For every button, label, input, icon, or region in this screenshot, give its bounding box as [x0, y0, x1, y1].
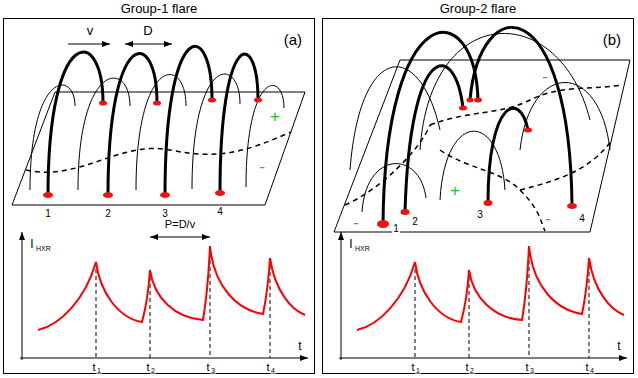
- axis-label: t: [297, 340, 302, 352]
- polarity-sign: -: [352, 214, 360, 231]
- panel-tag: (a): [284, 32, 302, 47]
- footpoint-number: 2: [411, 217, 419, 227]
- footpoints: [43, 98, 262, 199]
- hxr-curve: [357, 246, 624, 330]
- panel-tag: (b): [603, 32, 621, 47]
- polarity-sign: -: [544, 210, 552, 227]
- time-subscript: 2: [469, 367, 475, 374]
- polarity-sign: -: [258, 158, 266, 175]
- time-subscript: 2: [150, 367, 156, 374]
- panel-title: Group-2 flare: [440, 2, 517, 15]
- polarity-sign: +: [449, 182, 461, 199]
- neutral-line: [26, 132, 291, 172]
- hxr-plot-b: [339, 232, 627, 360]
- thick-loops: [383, 27, 572, 224]
- hxr-plot-a: [20, 232, 308, 360]
- photosphere-plane: [334, 60, 630, 232]
- velocity-arrow: [68, 44, 110, 45]
- separation-label: D: [142, 24, 153, 37]
- group1-loops: [12, 44, 305, 205]
- footpoints: [377, 98, 577, 229]
- velocity-label: v: [86, 24, 95, 37]
- panel-box: Group-1 flare(a): [3, 18, 315, 374]
- footpoint-number: 3: [161, 209, 169, 219]
- time-subscript: 4: [270, 367, 276, 374]
- polarity-sign: -: [541, 68, 549, 85]
- time-subscript: 1: [96, 367, 102, 374]
- thick-loops: [48, 46, 258, 195]
- footpoint-number: 4: [578, 214, 586, 224]
- group2-loops: [334, 27, 630, 232]
- axis-subscript: HXR: [354, 245, 371, 252]
- panel-box: Group-2 flare(b): [322, 18, 634, 374]
- footpoint-number: 4: [216, 207, 224, 217]
- footpoint-number: 2: [104, 209, 112, 219]
- axis-label: t: [616, 340, 621, 352]
- panel-title: Group-1 flare: [121, 2, 198, 15]
- hxr-curve: [38, 246, 305, 330]
- footpoint-number: 1: [44, 209, 52, 219]
- axis-label: I: [348, 238, 353, 250]
- footpoint-number: 1: [392, 224, 400, 234]
- time-subscript: 4: [589, 367, 595, 374]
- footpoint-number: 3: [476, 210, 484, 220]
- time-subscript: 3: [529, 367, 535, 374]
- polarity-sign: +: [269, 108, 281, 125]
- period-label: P=D/v: [164, 219, 196, 230]
- period-arrow: [150, 237, 210, 238]
- axis-label: I: [29, 238, 34, 250]
- axis-subscript: HXR: [35, 245, 52, 252]
- time-subscript: 1: [415, 367, 421, 374]
- separation-arrow: [125, 44, 172, 45]
- time-subscript: 3: [210, 367, 216, 374]
- photosphere-plane: [12, 92, 305, 205]
